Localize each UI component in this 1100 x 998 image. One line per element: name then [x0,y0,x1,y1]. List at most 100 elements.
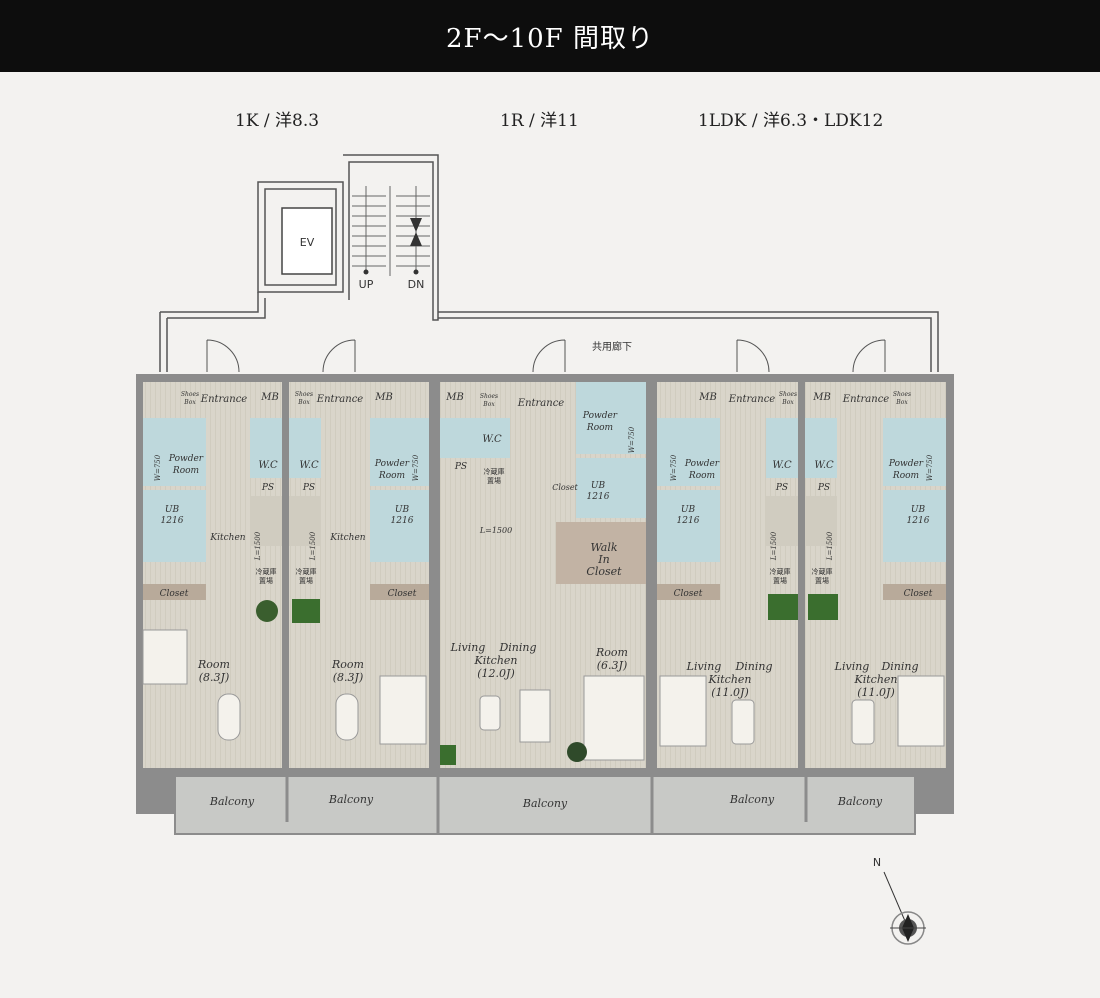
stair-up-label: UP [359,278,374,291]
shoes-box-label-4b: Box [781,399,794,406]
ub-label-3b: 1216 [587,492,610,502]
core-outline [159,154,939,372]
room-label-2: Room [331,658,364,671]
shoes-box-label-1b: Box [183,399,196,406]
ub-label-4b: 1216 [677,516,700,526]
kitchen-label-1: Kitchen [209,533,245,543]
ub-label-3a: UB [591,481,606,491]
unit-1ldk-b [805,382,946,768]
balcony-label-1: Balcony [209,795,255,808]
ldk-kitchen-label-1: Kitchen [474,654,518,667]
mb-label-3: MB [445,392,464,403]
wc-label-1: W.C [258,460,278,471]
shoes-box-label-5a: Shoes [893,391,911,398]
stair-down-marker [413,269,419,275]
fridge-label-5a: 冷蔵庫 [812,567,833,576]
fridge-label-4b: 置場 [773,576,787,585]
fridge-label-5b: 置場 [815,576,829,585]
entrance-label-5: Entrance [842,394,890,405]
shoes-box-label-3a: Shoes [480,393,498,400]
elevator-label: EV [300,236,315,249]
fridge-label-3a: 冷蔵庫 [484,467,505,476]
fridge-label-3b: 置場 [487,476,501,485]
unit-1k-b [289,382,429,768]
l1500-label-4: L=1500 [770,531,778,561]
stair-treads [352,186,430,276]
wc-label-2: W.C [299,460,319,471]
compass-north-label: N [873,856,881,869]
balcony-slab [174,775,916,835]
ub-label-2b: 1216 [391,516,414,526]
powder-label-4b: Room [688,471,715,481]
wc-label-4: W.C [772,460,792,471]
w750-label-1: W=750 [154,454,162,481]
mb-label-4: MB [698,392,717,403]
entrance-label-2: Entrance [316,394,364,405]
entrance-doors [206,339,886,373]
ub-label-4a: UB [681,505,696,515]
l1500-label-5: L=1500 [826,531,834,561]
room-label-1: Room [197,658,230,671]
balcony-dividers [285,776,808,834]
ldk-size-label-1: (12.0J) [477,667,515,680]
powder-label-3b: Room [586,423,613,433]
shoes-box-label-5b: Box [895,399,908,406]
fridge-label-1b: 置場 [259,576,273,585]
powder-label-4a: Powder [684,459,720,469]
powder-label-1b: Room [172,466,199,476]
w750-label-5: W=750 [926,454,934,481]
ps-label-3: PS [454,462,467,472]
shoes-box-label-2a: Shoes [295,391,313,398]
closet-label-1: Closet [160,589,189,599]
fridge-label-2a: 冷蔵庫 [296,567,317,576]
balcony-label-2: Balcony [328,793,374,806]
shoes-box-label-1a: Shoes [181,391,199,398]
room-size-label-1: (8.3J) [199,671,230,684]
ps-label-5: PS [817,483,830,493]
ldk-living-label-2: Living [686,660,722,673]
ldk-dining-label-3: Dining [880,660,918,673]
wc-label-5: W.C [814,460,834,471]
powder-label-2b: Room [378,471,405,481]
unit-type-1k-label: 1K / 洋8.3 [235,111,320,131]
ldk-dining-label-2: Dining [734,660,772,673]
wic-label-3: Closet [586,565,622,578]
elevator-car [281,207,333,275]
mb-label-1: MB [260,392,279,403]
powder-label-1a: Powder [168,454,204,464]
l1500-label-2: L=1500 [309,531,317,561]
mb-label-2: MB [374,392,393,403]
powder-label-3a: Powder [582,411,618,421]
ps-label-4: PS [775,483,788,493]
wic-label-2: In [597,553,609,566]
unit-1ldk-a [657,382,798,768]
ub-label-5b: 1216 [907,516,930,526]
ps-label-1: PS [261,483,274,493]
compass-icon [883,871,926,945]
w750-label-2: W=750 [412,454,420,481]
shoes-box-label-2b: Box [297,399,310,406]
wic-label-1: Walk [590,541,617,554]
ldk-size-label-2: (11.0J) [711,686,749,699]
ldk-living-label-1: Living [450,641,486,654]
unit-1r [440,382,646,768]
fridge-label-2b: 置場 [299,576,313,585]
entrance-label-1: Entrance [200,394,248,405]
unit-1k-a [142,382,282,768]
balcony-label-4: Balcony [729,793,775,806]
w750-label-4: W=750 [670,454,678,481]
fridge-label-4a: 冷蔵庫 [770,567,791,576]
ldk-dining-label-1: Dining [498,641,536,654]
stair-down-label: DN [408,278,425,291]
stair-up-marker [363,269,369,275]
unit-type-1ldk-label: 1LDK / 洋6.3・LDK12 [698,111,884,131]
entrance-label-3: Entrance [517,398,565,409]
ldk-size-label-3: (11.0J) [857,686,895,699]
room-size-label-2: (8.3J) [333,671,364,684]
balcony-label-3: Balcony [522,797,568,810]
l1500-label-3: L=1500 [479,526,512,535]
ps-label-2: PS [302,483,315,493]
fridge-label-1a: 冷蔵庫 [256,567,277,576]
powder-label-2a: Powder [374,459,410,469]
